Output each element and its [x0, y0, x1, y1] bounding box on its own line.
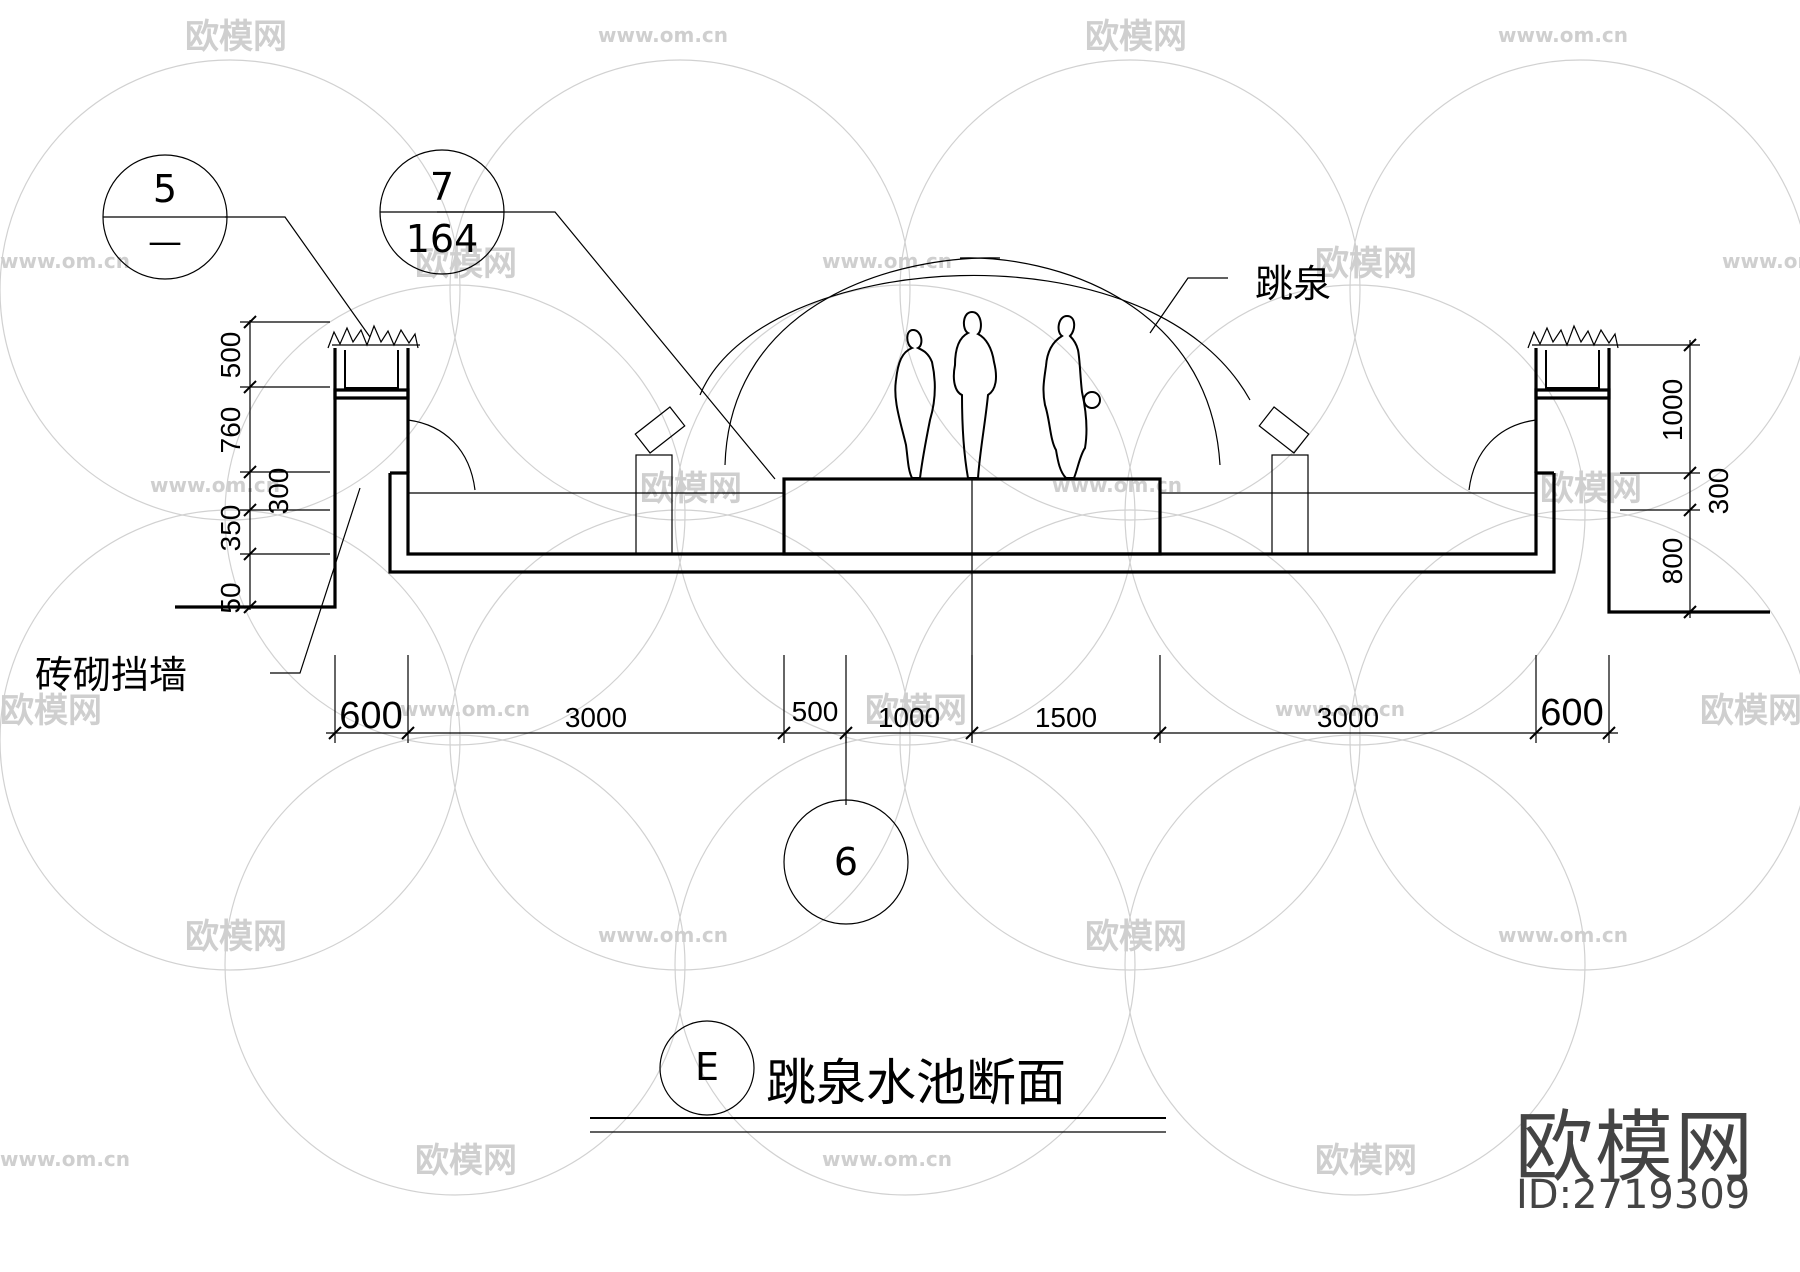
callout-7: 7 164	[379, 149, 505, 275]
section-mark: E	[695, 1045, 719, 1089]
dim-v-1000: 1000	[1657, 379, 1688, 441]
dim-h-3000-right: 3000	[1317, 702, 1379, 733]
watermark-logo: 欧模网	[1085, 917, 1187, 957]
dim-v-500: 500	[215, 332, 246, 379]
watermark-url: www.om.cn	[0, 249, 130, 273]
watermark-url: www.om.cn	[598, 923, 728, 947]
nozzle-head-right	[1258, 406, 1310, 454]
watermark-url: www.om.cn	[822, 1147, 952, 1171]
watermark-texts: 欧模网 www.om.cn 欧模网 www.om.cn 欧模网 www.om.c…	[0, 17, 1800, 1181]
brand-logo-text: 欧模网	[1515, 1103, 1756, 1193]
dim-v-760: 760	[215, 407, 246, 454]
callout-5-top: 5	[153, 167, 177, 211]
watermark-logo: 欧模网	[865, 691, 967, 731]
brand-id-text: ID:2719309	[1516, 1172, 1751, 1218]
dim-h-500: 500	[792, 696, 839, 727]
fountain-label: 跳泉	[1255, 262, 1331, 306]
watermark-url: www.om.cn	[400, 697, 530, 721]
watermark-logo: 欧模网	[185, 17, 287, 57]
dim-v-300: 300	[1703, 468, 1734, 515]
horizontal-dims: 600 3000 500 1000 1500 3000 600	[326, 655, 1618, 743]
callout-6-label: 6	[834, 840, 858, 884]
dim-h-1500: 1500	[1035, 702, 1097, 733]
watermark-url: www.om.cn	[822, 249, 952, 273]
watermark-logo: 欧模网	[185, 917, 287, 957]
watermark-url: www.om.cn	[1498, 923, 1628, 947]
watermark-url: www.om.cn	[150, 473, 280, 497]
planter-left	[327, 324, 420, 400]
dim-h-3000-left: 3000	[565, 702, 627, 733]
title-text: 跳泉水池断面	[766, 1054, 1066, 1112]
watermark-url: www.om.cn	[1275, 697, 1405, 721]
watermark-logo: 欧模网	[415, 244, 517, 284]
drawing-title: E 跳泉水池断面	[590, 1020, 1166, 1133]
watermark-url: www.om.cn	[1722, 249, 1800, 273]
callout-5-bottom: —	[148, 222, 182, 262]
callout-7-top: 7	[430, 165, 454, 209]
nozzle-base-left	[635, 454, 673, 555]
dim-h-600-left: 600	[339, 695, 402, 737]
dim-v-300: 300	[263, 468, 294, 515]
watermark-logo: 欧模网	[1540, 469, 1642, 509]
dim-v-350: 350	[215, 505, 246, 552]
watermark-pattern	[0, 59, 1800, 1196]
callout-6: 6	[783, 799, 909, 925]
dim-v-50: 50	[215, 582, 246, 613]
dim-h-600-right: 600	[1540, 692, 1603, 734]
pool-section	[388, 257, 1556, 740]
nozzle-base-right	[1271, 454, 1309, 555]
dim-v-800: 800	[1657, 538, 1688, 585]
watermark-logo: 欧模网	[415, 1141, 517, 1181]
watermark-url: www.om.cn	[1498, 23, 1628, 47]
watermark-url: www.om.cn	[0, 1147, 130, 1171]
watermark-logo: 欧模网	[1085, 17, 1187, 57]
watermark-logo: 欧模网	[1315, 1141, 1417, 1181]
planter-right	[1527, 324, 1620, 400]
human-figures	[894, 310, 1101, 479]
callout-5: 5 —	[102, 154, 228, 280]
watermark-url: www.om.cn	[598, 23, 728, 47]
brick-wall-label: 砖砌挡墙	[35, 653, 187, 697]
callout-7-bottom: 164	[406, 217, 479, 261]
dim-h-1000: 1000	[878, 702, 940, 733]
watermark-logo: 欧模网	[1700, 691, 1800, 731]
nozzle-head-left	[634, 406, 686, 454]
right-vertical-dims: 1000 300 800	[1620, 338, 1734, 619]
watermark-logo: 欧模网	[0, 691, 102, 731]
left-vertical-dims: 500 760 300 350 50	[215, 315, 330, 614]
watermark-logo: 欧模网	[1315, 244, 1417, 284]
watermark-logo: 欧模网	[640, 469, 742, 509]
